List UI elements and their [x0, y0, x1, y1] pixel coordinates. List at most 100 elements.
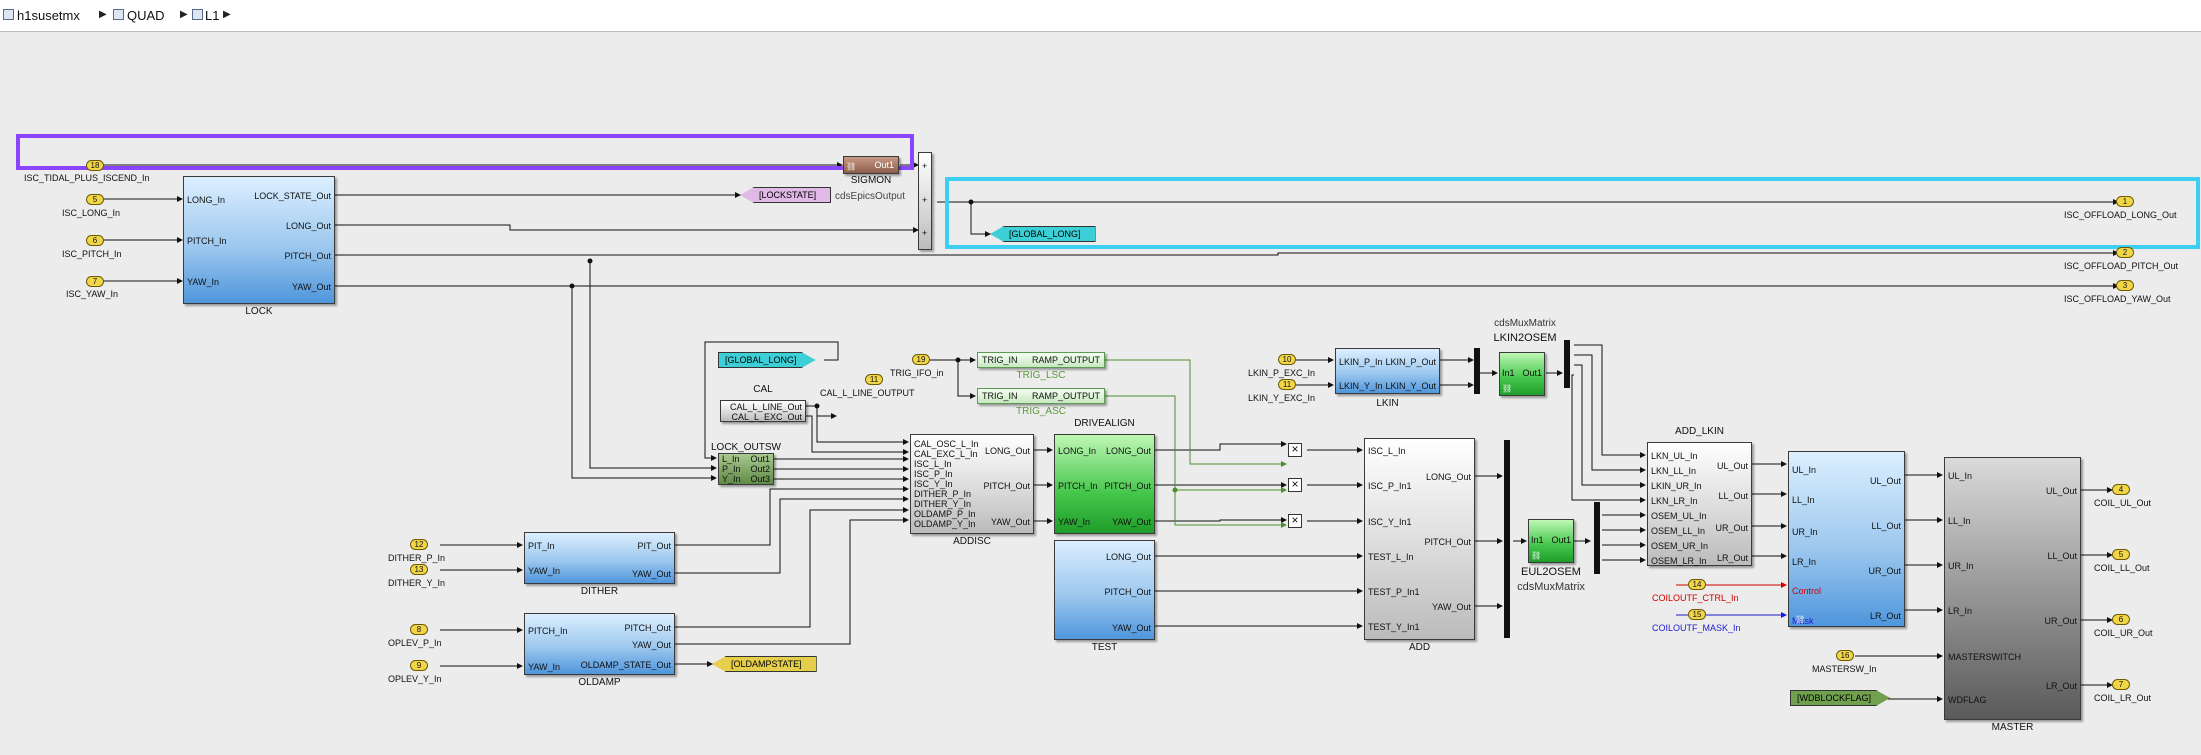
inport-label: OPLEV_P_In [388, 638, 442, 648]
lkin-out: LKIN_Y_Out [1385, 381, 1436, 391]
inport-13[interactable]: 13 [410, 564, 428, 575]
breadcrumb-item-h1susetmx[interactable]: h1susetmx [17, 8, 80, 23]
add-in: TEST_Y_In1 [1368, 622, 1420, 632]
coiloutf-block[interactable]: UL_In LL_In UR_In LR_In Control Mask UL_… [1788, 451, 1905, 627]
add-out: LONG_Out [1425, 472, 1471, 482]
master-in: UR_In [1948, 561, 1974, 571]
inport-8[interactable]: 8 [410, 624, 428, 635]
product-block[interactable]: × [1288, 514, 1302, 528]
inport-label: ISC_LONG_In [62, 208, 121, 218]
drivealign-name: DRIVEALIGN [1074, 418, 1135, 429]
inport-9[interactable]: 9 [410, 660, 428, 671]
goto-global-long[interactable]: [GLOBAL_LONG] [990, 226, 1096, 242]
inport-16[interactable]: 16 [1836, 650, 1854, 661]
eul2osem-block[interactable]: In1 Out1 ⛓ [1528, 519, 1574, 563]
inport-7[interactable]: 7 [86, 276, 104, 287]
outport-label: ISC_OFFLOAD_PITCH_Out [2064, 261, 2179, 271]
add-block[interactable]: ISC_L_In ISC_P_In1 ISC_Y_In1 TEST_L_In T… [1364, 438, 1475, 640]
inport-14[interactable]: 14 [1688, 579, 1706, 590]
outport-label: COIL_UR_Out [2094, 628, 2153, 638]
inport-11[interactable]: 11 [865, 374, 883, 385]
coiloutf-out: UR_Out [1868, 566, 1901, 576]
test-block[interactable]: LONG_Out PITCH_Out YAW_Out [1054, 540, 1155, 640]
add-lkin-in: LKIN_UR_In [1651, 481, 1702, 491]
outport-5[interactable]: 5 [2112, 549, 2130, 560]
inport-19[interactable]: 19 [912, 354, 930, 365]
from-global-long[interactable]: [GLOBAL_LONG] [718, 352, 816, 368]
lock-block[interactable]: LONG_In PITCH_In YAW_In LOCK_STATE_Out L… [183, 176, 335, 304]
cal-block[interactable]: CAL_L_LINE_Out CAL_L_EXC_Out [720, 400, 806, 422]
add-lkin-block[interactable]: LKN_UL_In LKN_LL_In LKIN_UR_In LKN_LR_In… [1647, 442, 1752, 566]
chevron-right-icon: ▶ [99, 9, 107, 20]
goto-oldampstate[interactable]: [OLDAMPSTATE] [712, 656, 817, 672]
product-block[interactable]: × [1288, 478, 1302, 492]
eul2osem-out: Out1 [1551, 535, 1571, 545]
trig-asc-block[interactable]: TRIG_IN RAMP_OUTPUT [977, 388, 1105, 404]
diagram-canvas[interactable]: 18 ISC_TIDAL_PLUS_ISCEND_In 5 ISC_LONG_I… [0, 32, 2201, 755]
addisc-in: ISC_Y_In [914, 479, 953, 489]
add-lkin-in: OSEM_LL_In [1651, 526, 1706, 536]
oldamp-block[interactable]: PITCH_In YAW_In PITCH_Out YAW_Out OLDAMP… [524, 613, 675, 675]
product-block[interactable]: × [1288, 443, 1302, 457]
trig-lsc-block[interactable]: TRIG_IN RAMP_OUTPUT [977, 352, 1105, 368]
inport-15[interactable]: 15 [1688, 609, 1706, 620]
lock-out-yaw: YAW_Out [291, 282, 331, 292]
outport-label: COIL_UL_Out [2094, 498, 2152, 508]
inport-5[interactable]: 5 [86, 194, 104, 205]
drivealign-block[interactable]: LONG_In PITCH_In YAW_In LONG_Out PITCH_O… [1054, 434, 1155, 534]
addisc-block[interactable]: CAL_OSC_L_In CAL_EXC_L_In ISC_L_In ISC_P… [910, 434, 1034, 534]
addisc-in: DITHER_Y_In [914, 499, 972, 509]
test-out: LONG_Out [1105, 552, 1151, 562]
lock-in-long: LONG_In [187, 195, 226, 205]
inport-label: ISC_TIDAL_PLUS_ISCEND_In [24, 173, 150, 183]
lock-outsw-in: Y_In [722, 474, 741, 484]
cal-name: CAL [753, 384, 773, 395]
master-in: LR_In [1948, 606, 1973, 616]
lkin2osem-block[interactable]: In1 Out1 ⛓ [1499, 352, 1545, 396]
trig-asc-in: TRIG_IN [982, 391, 1018, 401]
demux-bar[interactable] [1564, 340, 1570, 388]
coiloutf-in: UR_In [1792, 527, 1818, 537]
inport-11b[interactable]: 11 [1278, 379, 1296, 390]
outport-3[interactable]: 3 [2116, 280, 2134, 291]
outport-6[interactable]: 6 [2112, 614, 2130, 625]
lock-outsw-block[interactable]: L_In P_In Y_In Out1 Out2 Out3 [718, 453, 774, 485]
from-wdblockflag[interactable]: [WDBLOCKFLAG] [1790, 690, 1890, 706]
mux-bar[interactable] [1504, 440, 1510, 638]
sum-block[interactable]: + + + [918, 152, 932, 250]
addisc-in: OLDAMP_Y_In [914, 519, 976, 529]
lock-out-pitch: PITCH_Out [284, 251, 331, 261]
mux-bar[interactable] [1474, 348, 1480, 394]
lkin-block[interactable]: LKIN_P_In LKIN_Y_In LKIN_P_Out LKIN_Y_Ou… [1335, 348, 1440, 394]
breadcrumb-item-quad[interactable]: QUAD [127, 8, 165, 23]
addisc-in: ISC_P_In [914, 469, 953, 479]
add-lkin-out: UR_Out [1715, 523, 1748, 533]
add-name: ADD [1408, 642, 1431, 653]
inport-12[interactable]: 12 [410, 539, 428, 550]
library-link-icon: ⛓ [1795, 615, 1806, 624]
coiloutf-out: UL_Out [1869, 476, 1901, 486]
inport-18[interactable]: 18 [86, 160, 104, 171]
breadcrumb-item-l1[interactable]: L1 [205, 8, 220, 23]
sigmon-block[interactable]: ⛓ Out1 [843, 156, 899, 174]
lock-out-state: LOCK_STATE_Out [254, 191, 331, 201]
add-in: ISC_P_In1 [1368, 481, 1412, 491]
master-block[interactable]: UL_In LL_In UR_In LR_In MASTERSWITCH WDF… [1944, 457, 2081, 720]
inport-10[interactable]: 10 [1278, 354, 1296, 365]
outport-2[interactable]: 2 [2116, 247, 2134, 258]
lkin2osem-type: cdsMuxMatrix [1494, 318, 1556, 329]
trig-asc-out: RAMP_OUTPUT [1031, 391, 1100, 401]
add-lkin-in: OSEM_LR_In [1651, 556, 1707, 566]
drivealign-in: YAW_In [1058, 517, 1091, 527]
dither-block[interactable]: PIT_In YAW_In PIT_Out YAW_Out [524, 532, 675, 584]
add-lkin-out: LR_Out [1716, 553, 1748, 563]
outport-1[interactable]: 1 [2116, 196, 2134, 207]
outport-4[interactable]: 4 [2112, 484, 2130, 495]
inport-6[interactable]: 6 [86, 235, 104, 246]
outport-7[interactable]: 7 [2112, 679, 2130, 690]
goto-lockstate[interactable]: [LOCKSTATE] [740, 187, 832, 203]
demux-bar[interactable] [1594, 502, 1600, 574]
master-out: LR_Out [2045, 681, 2077, 691]
trig-lsc-name: TRIG_LSC [1016, 370, 1066, 381]
outport-label: COIL_LR_Out [2094, 693, 2152, 703]
